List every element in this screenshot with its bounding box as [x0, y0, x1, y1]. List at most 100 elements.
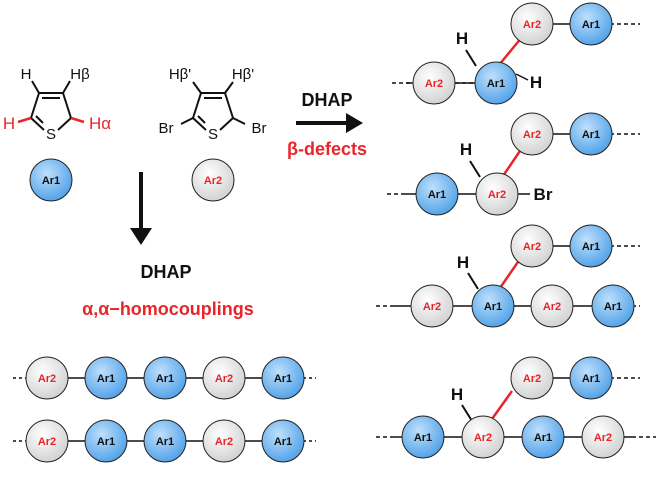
h-label: H — [451, 385, 463, 404]
sulfur-label-1: S — [46, 126, 56, 143]
down-arrow — [130, 172, 152, 245]
homocoupling-chain-2: Ar2 Ar1 Ar1 Ar2 Ar1 — [10, 419, 318, 463]
bead-ar2: Ar2 — [412, 61, 456, 105]
bead-ar2: Ar2 — [25, 419, 69, 463]
bead-ar1: Ar1 — [569, 112, 613, 156]
bead-ar2-monomer: Ar2 — [191, 158, 235, 202]
bead-label: Ar1 — [534, 432, 552, 444]
bead-label: Ar2 — [523, 19, 541, 31]
bead-ar1: Ar1 — [569, 356, 613, 400]
beta-bond — [498, 36, 523, 66]
beta-bond — [490, 390, 514, 420]
bead-label: Ar2 — [38, 436, 56, 448]
bead-ar1-monomer: Ar1 — [29, 158, 73, 202]
bead-label: Ar1 — [274, 436, 292, 448]
h-label: H — [456, 29, 468, 48]
bead-label: Ar1 — [582, 19, 600, 31]
bead-label: Ar1 — [42, 175, 60, 187]
bead-label: Ar2 — [474, 432, 492, 444]
bead-ar2: Ar2 — [25, 356, 69, 400]
bead-ar2: Ar2 — [510, 2, 554, 46]
h-beta-prime-right-label: Hβ' — [232, 66, 254, 83]
thiophene-ring-1 — [30, 80, 72, 131]
homocoupling-chain-1: Ar2 Ar1 Ar1 Ar2 Ar1 — [10, 356, 318, 400]
monomer-ar2: S Hβ' Hβ' Br Br Ar2 — [159, 66, 267, 202]
beta-bond — [498, 258, 522, 289]
br-left-label: Br — [159, 120, 174, 137]
bead-ar2: Ar2 — [530, 284, 574, 328]
beta-defects-label: β-defects — [287, 139, 367, 159]
bead-label: Ar2 — [543, 301, 561, 313]
bead-label: Ar1 — [582, 129, 600, 141]
bead-ar1: Ar1 — [401, 415, 445, 459]
bead-label: Ar1 — [97, 373, 115, 385]
bead-label: Ar2 — [523, 373, 541, 385]
bead-label: Ar2 — [488, 189, 506, 201]
bead-ar2: Ar2 — [475, 172, 519, 216]
bead-ar1: Ar1 — [84, 419, 128, 463]
h-beta-label: Hβ — [70, 66, 90, 83]
bead-ar1: Ar1 — [521, 415, 565, 459]
h-alpha-label: Hα — [89, 114, 111, 133]
bead-ar1: Ar1 — [569, 2, 613, 46]
bead-label: Ar1 — [414, 432, 432, 444]
beta-defect-example-1: H H Ar2 Ar1 Ar2 Ar1 — [392, 2, 640, 105]
bead-ar1: Ar1 — [474, 61, 518, 105]
h-label: H — [460, 140, 472, 159]
bead-label: Ar1 — [156, 436, 174, 448]
h-label: H — [457, 253, 469, 272]
bead-label: Ar1 — [97, 436, 115, 448]
monomer-ar1: S H Hβ H Hα Ar1 — [3, 66, 111, 202]
bead-label: Ar1 — [428, 189, 446, 201]
h-beta-prime-left-label: Hβ' — [169, 66, 191, 83]
br-right-label: Br — [252, 120, 267, 137]
sulfur-label-2: S — [208, 126, 218, 143]
bead-label: Ar1 — [582, 241, 600, 253]
beta-bond — [501, 147, 524, 177]
bead-label: Ar1 — [582, 373, 600, 385]
bead-label: Ar2 — [38, 373, 56, 385]
bead-ar2: Ar2 — [581, 415, 625, 459]
right-arrow — [296, 113, 363, 133]
bead-label: Ar2 — [594, 432, 612, 444]
bead-label: Ar1 — [604, 301, 622, 313]
bead-ar1: Ar1 — [471, 284, 515, 328]
bead-label: Ar2 — [523, 129, 541, 141]
bead-ar1: Ar1 — [261, 356, 305, 400]
homocouplings-label: α,α−homocouplings — [82, 299, 254, 319]
beta-defect-example-2: H Br Ar1 Ar2 Ar2 Ar1 — [387, 112, 640, 216]
bead-ar2: Ar2 — [202, 419, 246, 463]
bead-label: Ar1 — [274, 373, 292, 385]
h-alpha-bond-left — [17, 116, 32, 124]
bead-label: Ar1 — [156, 373, 174, 385]
bead-ar1: Ar1 — [261, 419, 305, 463]
h-alpha-left-label: H — [3, 114, 15, 133]
h-alpha-bond-right — [70, 116, 85, 124]
bead-ar1: Ar1 — [591, 284, 635, 328]
bead-label: Ar2 — [204, 175, 222, 187]
bead-ar1: Ar1 — [415, 172, 459, 216]
bead-ar1: Ar1 — [143, 356, 187, 400]
bead-ar2: Ar2 — [461, 415, 505, 459]
bead-label: Ar2 — [425, 78, 443, 90]
beta-defect-example-4: H Ar1 Ar2 Ar1 Ar2 Ar2 Ar1 — [376, 356, 656, 459]
bead-label: Ar2 — [215, 373, 233, 385]
h-label-1: H — [21, 66, 32, 83]
bead-label: Ar2 — [423, 301, 441, 313]
bead-ar2: Ar2 — [202, 356, 246, 400]
br-label: Br — [534, 185, 553, 204]
bead-ar2: Ar2 — [410, 284, 454, 328]
bead-ar1: Ar1 — [84, 356, 128, 400]
bead-ar1: Ar1 — [143, 419, 187, 463]
bead-label: Ar2 — [215, 436, 233, 448]
bead-label: Ar1 — [484, 301, 502, 313]
thiophene-ring-2 — [180, 81, 246, 131]
bead-ar1: Ar1 — [569, 224, 613, 268]
bead-label: Ar1 — [487, 78, 505, 90]
beta-defect-example-3: H Ar2 Ar1 Ar2 Ar1 Ar2 Ar1 — [376, 224, 658, 328]
bead-ar2: Ar2 — [510, 224, 554, 268]
h-label: H — [530, 73, 542, 92]
dhap-label-right: DHAP — [301, 90, 352, 110]
